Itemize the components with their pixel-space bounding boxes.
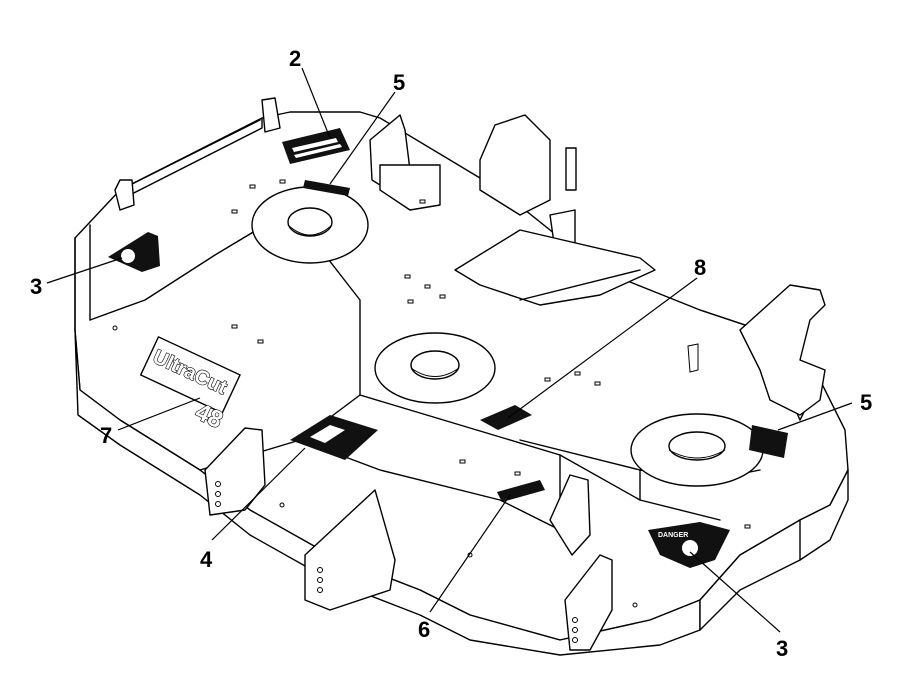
- callout-5-left: 5: [393, 70, 405, 95]
- rear-mount-brackets: [114, 97, 826, 416]
- leader-5-right: [777, 402, 853, 431]
- callout-2: 2: [289, 46, 301, 71]
- callout-8: 8: [694, 255, 706, 280]
- leader-6: [429, 494, 511, 613]
- decal-5-right: [749, 425, 788, 458]
- callout-numbers: 2 5 3 8 5 7 4 6 3: [30, 46, 872, 661]
- leader-5-left: [329, 91, 396, 185]
- leader-8: [507, 277, 698, 419]
- decal-4: [290, 415, 378, 460]
- danger-decal-text: DANGER: [658, 532, 688, 539]
- front-brackets: [204, 427, 613, 651]
- leader-3-right: [689, 551, 781, 633]
- leader-3-left: [46, 257, 123, 284]
- callout-4: 4: [200, 547, 213, 572]
- decal-3-left: [108, 232, 160, 272]
- leader-2: [301, 67, 331, 139]
- callout-6: 6: [418, 617, 430, 642]
- decal-3-right: DANGER: [648, 522, 730, 568]
- leader-4: [211, 447, 306, 541]
- spindle-plate-right: [630, 413, 764, 487]
- leader-7: [117, 397, 201, 431]
- spindle-plate-left: [251, 186, 369, 264]
- decal-8: [480, 405, 532, 430]
- callout-7: 7: [100, 423, 112, 448]
- leader-lines: [46, 67, 853, 633]
- callout-3-right: 3: [776, 636, 788, 661]
- decal-5-left: [303, 180, 350, 196]
- callout-5-right: 5: [860, 390, 872, 415]
- baffle-chute: [454, 229, 656, 306]
- spindle-plate-center: [374, 332, 496, 404]
- decal-2: [282, 128, 350, 164]
- deck-holes: [112, 179, 751, 608]
- callout-3-left: 3: [30, 274, 42, 299]
